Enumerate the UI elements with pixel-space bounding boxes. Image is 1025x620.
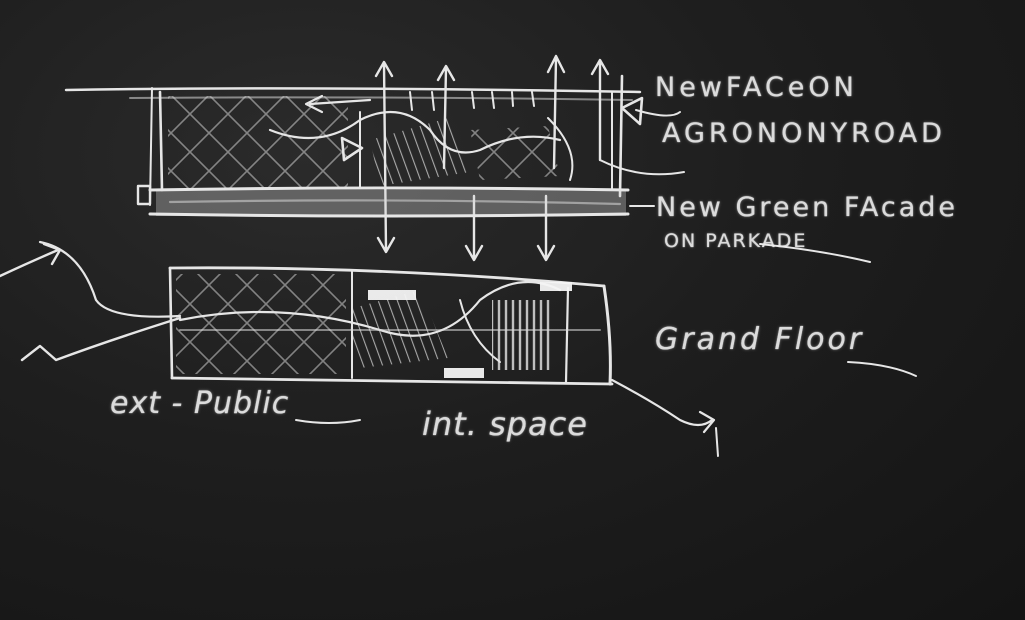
label-agronomy-road: AGRONONYROAD	[662, 118, 946, 149]
upper-section	[64, 54, 871, 263]
label-ext-public: ext - Public	[110, 386, 290, 421]
label-new-face: NewFACeON	[655, 72, 858, 103]
label-on-parkade: ON PARKADE	[664, 230, 808, 252]
label-green-facade: New Green FAcade	[656, 192, 959, 223]
lower-section	[0, 240, 917, 457]
label-int-space: int. space	[422, 405, 588, 443]
label-ground-floor: Grand Floor	[655, 322, 865, 357]
